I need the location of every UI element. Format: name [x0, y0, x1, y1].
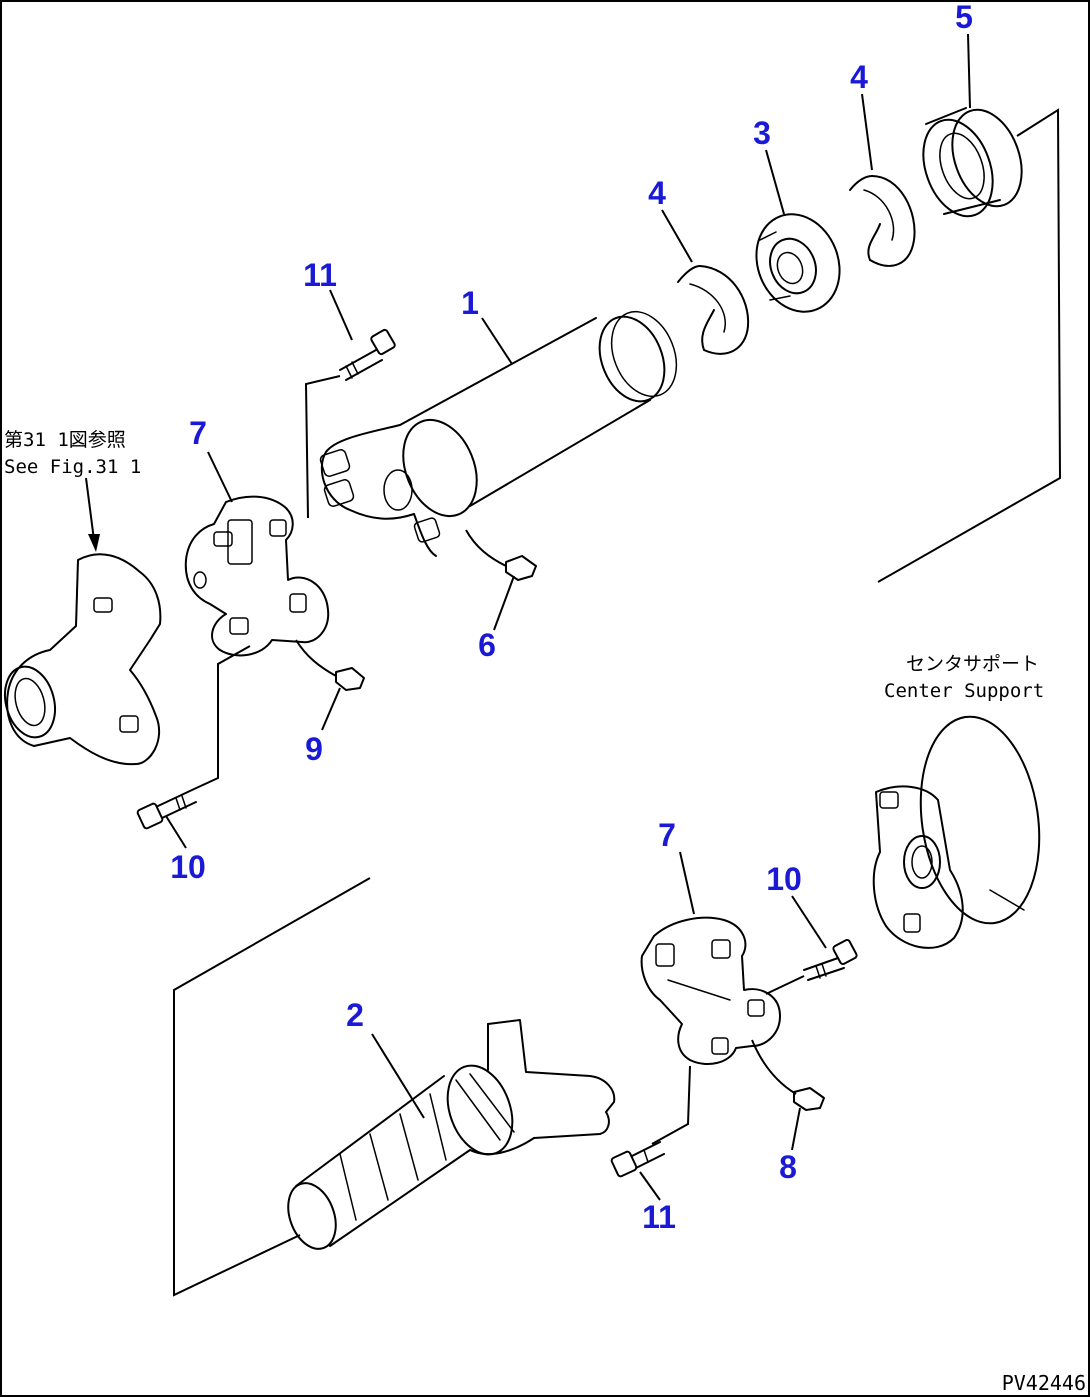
reference-note-english: See Fig.31 1 — [4, 456, 141, 478]
grease-fitting-part-8 — [751, 1039, 825, 1111]
reference-note-japanese: 第31 1図参照 — [4, 429, 126, 451]
seal-part-3 — [755, 213, 841, 313]
bolt-part-11-upper — [304, 328, 396, 519]
center-support-part — [872, 715, 1041, 949]
callout-4-lower: 4 — [648, 175, 666, 211]
callout-10-lower: 10 — [766, 861, 802, 897]
callout-11-lower: 11 — [642, 1199, 676, 1235]
bracket-line-upper — [877, 108, 1062, 583]
spider-part-7-upper — [184, 495, 330, 657]
center-support-label-japanese: センタサポート — [906, 653, 1039, 675]
callout-5: 5 — [955, 0, 973, 35]
callout-9: 9 — [305, 731, 323, 767]
tube-yoke-part-1 — [319, 310, 678, 557]
bolt-part-10-upper — [136, 645, 251, 830]
snap-ring-part-4-lower — [677, 265, 750, 355]
callout-1: 1 — [461, 285, 479, 321]
snap-ring-part-4-upper — [849, 175, 916, 267]
callout-6: 6 — [478, 627, 496, 663]
companion-flange-reference — [4, 477, 162, 766]
bolt-part-11-lower — [610, 1065, 691, 1178]
bracket-line-lower — [173, 877, 371, 1297]
callout-labels: 5 4 3 4 1 11 7 6 9 10 7 10 2 8 11 — [170, 0, 973, 1235]
bolt-part-10-lower — [765, 939, 858, 995]
slip-yoke-part-2 — [287, 1019, 616, 1250]
grease-fitting-part-6 — [465, 529, 537, 581]
center-support-label-english: Center Support — [884, 680, 1044, 702]
callout-3: 3 — [753, 115, 771, 151]
callout-7-lower: 7 — [658, 817, 676, 853]
callout-4-upper: 4 — [850, 59, 868, 95]
callout-7-upper: 7 — [189, 415, 207, 451]
callout-8: 8 — [779, 1149, 797, 1185]
spider-part-7-lower — [640, 916, 781, 1065]
callout-2: 2 — [346, 997, 364, 1033]
drawing-code: PV42446 — [1002, 1371, 1086, 1395]
bearing-part-5 — [922, 107, 1023, 218]
callout-11-upper: 11 — [303, 257, 337, 293]
leader-lines — [165, 33, 971, 1201]
grease-fitting-part-9 — [295, 639, 365, 691]
callout-10-upper: 10 — [170, 849, 206, 885]
